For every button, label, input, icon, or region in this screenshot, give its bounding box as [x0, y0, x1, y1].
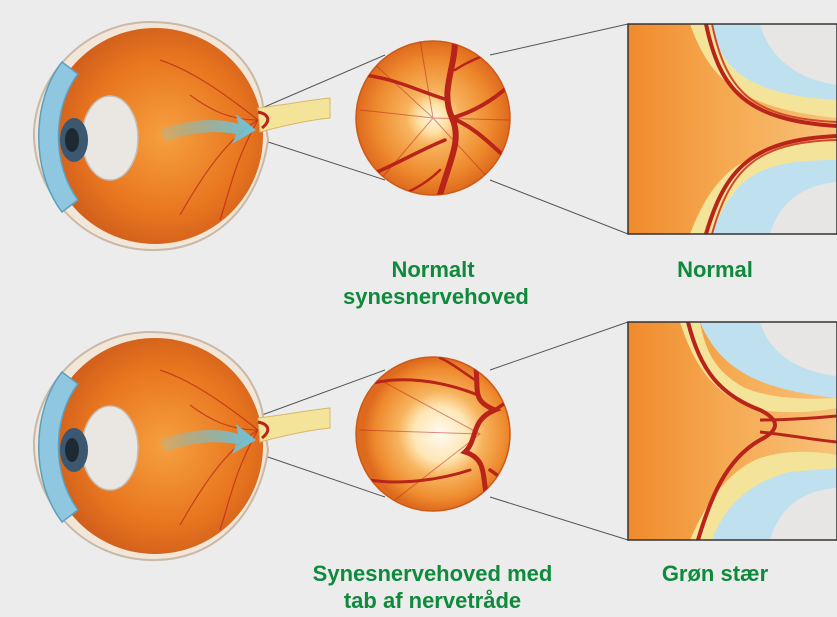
disc-caption-normal: Normalt synesnervehoved	[343, 256, 523, 310]
row-glaucoma	[34, 322, 837, 560]
disc-caption-glaucoma: Synesnervehoved med tab af nervetråde	[300, 560, 565, 614]
cross-section-caption-glaucoma: Grøn stær	[650, 560, 780, 587]
cross-section-caption-normal: Normal	[660, 256, 770, 283]
caption-line: Grøn stær	[650, 560, 780, 587]
nerve-cross-section-icon	[628, 322, 837, 540]
optic-disc-icon	[356, 40, 515, 195]
caption-line: Normalt	[343, 256, 523, 283]
optic-disc-icon	[356, 357, 530, 511]
nerve-cross-section-icon	[628, 24, 837, 234]
caption-line: tab af nervetråde	[300, 587, 565, 614]
caption-line: Normal	[660, 256, 770, 283]
caption-line: Synesnervehoved med	[300, 560, 565, 587]
row-normal	[34, 22, 837, 250]
caption-line: synesnervehoved	[343, 283, 523, 310]
